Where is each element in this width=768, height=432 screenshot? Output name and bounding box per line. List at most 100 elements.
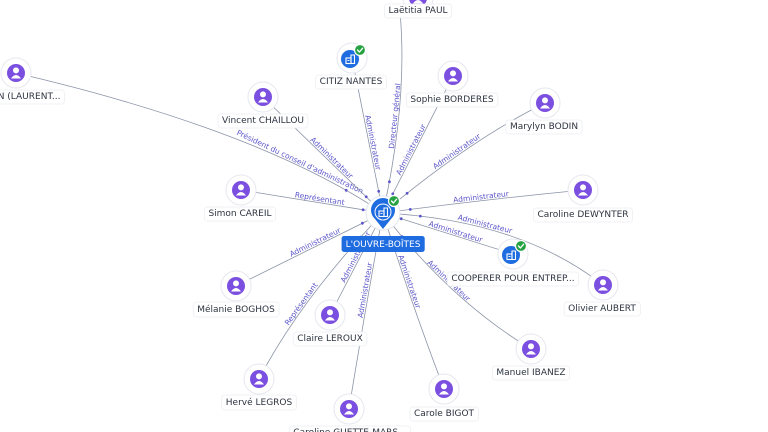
company-building-icon [502,246,520,264]
node-label-text: Caroline DEWYNTER [537,210,628,220]
edge-arrow-marker [364,195,368,199]
company-building-icon [375,204,391,220]
node-vincent[interactable]: Vincent CHAILLOU [217,81,309,129]
edge-label-caroline_d: Administrateur [453,189,510,204]
node-label-text: Caroline GUETTE-MARS... [293,428,406,432]
node-label-bg [533,207,633,223]
node-label-bg [384,3,452,19]
node-label: Manuel IBANEZ [492,365,570,381]
node-label: Laëtitia PAUL [384,3,452,19]
edge-line [382,212,604,286]
center-node[interactable]: L'OUVRE-BOÎTES [341,194,425,253]
node-label-bg [315,74,388,90]
person-icon [536,94,554,112]
node-manuel[interactable]: Manuel IBANEZ [492,333,570,381]
node-label: Simon CAREIL [204,206,276,222]
node-label-text: AN (LAURENT... [0,92,60,102]
node-label-bg [446,271,580,287]
node-label: Caroline GUETTE-MARS... [288,425,412,432]
edge-arrow-marker [418,214,422,218]
node-claire[interactable]: Claire LEROUX [292,299,368,347]
node-label-text: Olivier AUBERT [568,304,636,314]
edge-label-carole: Administrateur [396,254,423,311]
node-carole[interactable]: Carole BIGOT [409,373,479,422]
person-icon [435,380,453,398]
node-label-bg [563,301,641,317]
node-label-text: Mélanie BOGHOS [197,304,275,315]
edge-laetitia: Directeur général [382,11,403,214]
node-label-text: CITIZ NANTES [320,77,383,87]
edge-label-simon: Représentant [294,190,345,207]
node-label-bg [409,406,479,422]
node-label: COOPERER POUR ENTREP... [446,271,580,287]
edge-line [382,102,546,214]
person-icon [254,88,272,106]
center-label-bg [341,236,425,252]
node-label: Hervé LEGROS [221,394,297,411]
node-label-bg [221,394,297,411]
edge-label-melanie: Administrateur [288,225,343,258]
edge-label-caroline_g: Administrateur [356,261,375,319]
edge-line [382,11,403,214]
edge-line [382,212,445,390]
node-label-bg [192,301,280,318]
node-sophie[interactable]: Sophie BORDERES [406,60,499,108]
edge-arrow-marker [399,217,403,221]
person-icon [574,181,592,199]
node-cooperer[interactable]: COOPERER POUR ENTREP... [446,238,580,287]
node-label-bg [292,331,368,347]
person-icon [522,340,540,358]
node-label-bg [288,425,412,432]
verified-check-icon [514,239,528,253]
node-melanie[interactable]: Mélanie BOGHOS [192,270,280,318]
node-label-text: Claire LEROUX [297,334,363,344]
node-label: Marylyn BODIN [505,119,583,135]
node-laetitia[interactable]: Laëtitia PAUL [384,0,452,19]
edge-line [235,212,384,287]
node-laurent[interactable]: AN (LAURENT... [0,57,65,105]
person-icon [444,67,462,85]
node-simon[interactable]: Simon CAREIL [204,174,276,222]
edge-label-sophie: Administrateur [394,122,428,177]
edge-label-herve: Représentant [283,281,320,327]
node-citiz[interactable]: CITIZ NANTES [315,42,388,90]
edge-label-citiz: Administrateur [363,114,383,171]
person-icon [250,370,268,388]
node-label: Mélanie BOGHOS [192,301,280,318]
edge-label-laetitia: Directeur général [387,83,402,149]
person-icon [7,64,25,82]
edge-arrow-marker [344,188,348,192]
node-label: Olivier AUBERT [563,301,641,317]
edge-arrow-marker [405,191,409,195]
node-label-bg [406,92,499,108]
node-marylyn[interactable]: Marylyn BODIN [505,87,583,135]
node-label-bg [0,89,65,105]
node-label-bg [204,206,276,222]
edge-line [262,96,384,214]
person-icon [594,276,612,294]
center-label-text: L'OUVRE-BOÎTES [346,238,421,250]
edge-arrow-marker [391,192,395,196]
node-herve[interactable]: Hervé LEGROS [221,363,297,411]
edge-label-marylyn: Administrateur [431,131,483,171]
node-label: Vincent CHAILLOU [217,113,309,129]
node-label: Carole BIGOT [409,406,479,422]
node-label-bg [492,365,570,381]
edge-line [382,212,532,350]
node-label-bg [217,113,309,129]
node-caroline_g[interactable]: Caroline GUETTE-MARS... [288,393,412,432]
edge-line [382,189,584,214]
edge-arrow-marker [388,180,391,184]
verified-check-icon [387,194,401,208]
company-building-icon [341,50,359,68]
node-label-bg [505,119,583,135]
node-caroline_d[interactable]: Caroline DEWYNTER [533,174,633,223]
edge-arrow-marker [377,189,381,193]
edge-arrow-marker [361,221,364,225]
nodes-layer: Laëtitia PAUL CITIZ NANTES Sophie BORDERES… [0,0,641,432]
edge-line [15,72,384,214]
node-label-text: Hervé LEGROS [226,397,293,408]
node-olivier[interactable]: Olivier AUBERT [563,269,641,317]
